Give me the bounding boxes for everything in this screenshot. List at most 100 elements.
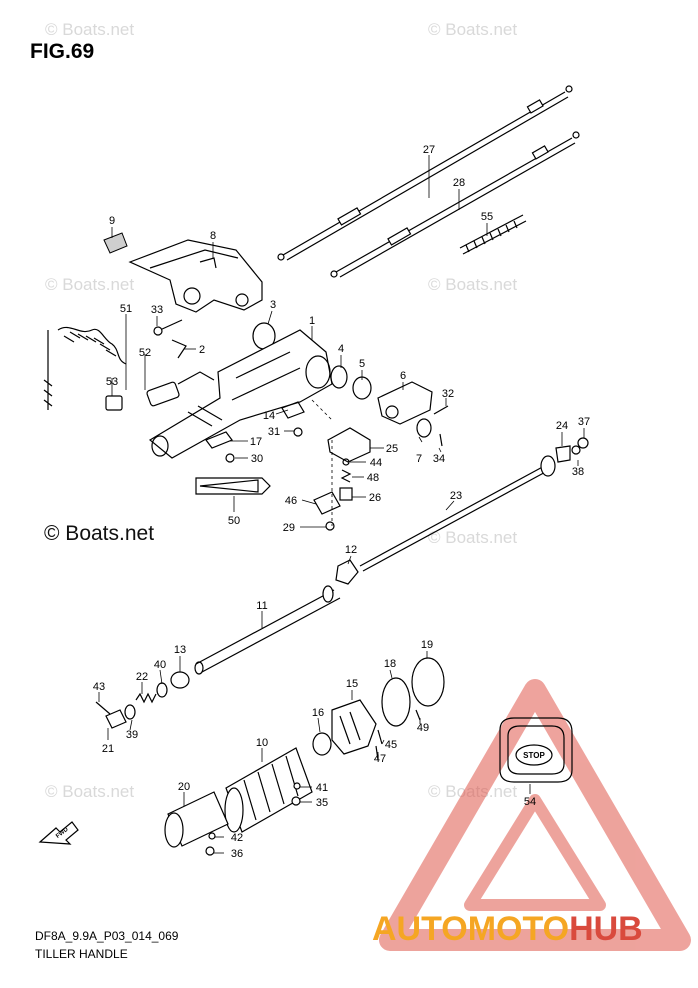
callout-12: 12 — [345, 544, 357, 556]
control-shaft — [194, 585, 341, 675]
callout-54: 54 — [524, 796, 536, 808]
callout-24: 24 — [556, 420, 568, 432]
watermark: © Boats.net — [45, 782, 135, 801]
throttle-grip-holder — [377, 381, 433, 425]
callout-8: 8 — [210, 230, 216, 242]
plate-17 — [205, 431, 233, 449]
bushing-13 — [170, 671, 190, 689]
callout-35: 35 — [316, 797, 328, 809]
pin-43 — [95, 701, 111, 715]
washer-40 — [156, 682, 168, 698]
shift-cable — [330, 131, 580, 278]
bracket-46 — [313, 491, 341, 515]
screw-30 — [225, 453, 235, 463]
tiller-arm — [148, 329, 333, 459]
bushing-5 — [352, 376, 372, 400]
callout-20: 20 — [178, 781, 190, 793]
callout-9: 9 — [109, 215, 115, 227]
spring-22 — [135, 692, 157, 704]
callout-55: 55 — [481, 211, 493, 223]
callout-11: 11 — [256, 600, 267, 612]
bolt-32 — [433, 405, 449, 415]
washer-44 — [342, 458, 350, 466]
screw-34 — [439, 433, 443, 447]
callout-43: 43 — [93, 681, 105, 693]
cap-26 — [339, 487, 353, 501]
small-bracket — [171, 339, 187, 359]
stop-text: STOP — [523, 751, 545, 760]
callout-15: 15 — [346, 678, 358, 690]
callout-49: 49 — [417, 722, 429, 734]
watermark: © Boats.net — [45, 275, 135, 294]
callout-16: 16 — [312, 707, 324, 719]
document-name: TILLER HANDLE — [35, 947, 128, 961]
screw-45 — [377, 729, 383, 745]
callout-50: 50 — [228, 515, 240, 527]
callout-4: 4 — [338, 343, 344, 355]
screw-49 — [415, 709, 421, 721]
callout-10: 10 — [256, 737, 268, 749]
callout-30: 30 — [251, 453, 263, 465]
leader-dashed — [311, 399, 333, 526]
screw-31 — [293, 427, 303, 437]
callout-26: 26 — [369, 492, 381, 504]
callout-41: 41 — [316, 782, 328, 794]
cap-21 — [105, 709, 127, 729]
stop-plate: STOP — [499, 717, 573, 783]
joint-12 — [335, 559, 359, 585]
callout-7: 7 — [416, 453, 422, 465]
callout-34: 34 — [433, 453, 445, 465]
callout-46: 46 — [285, 495, 297, 507]
tiller-bracket — [128, 239, 263, 313]
throttle-grip — [224, 747, 313, 833]
callout-33: 33 — [151, 304, 163, 316]
callout-42: 42 — [231, 832, 243, 844]
washer-38 — [571, 445, 581, 455]
screw-36 — [205, 846, 215, 856]
plate-14 — [281, 401, 305, 419]
spiral-wrap — [459, 214, 527, 255]
screw-35 — [291, 796, 301, 806]
stop-lanyard — [43, 326, 127, 410]
brand-logo: AUTOMOTOHUB — [372, 910, 643, 948]
figure-title: FIG.69 — [30, 40, 95, 63]
stop-switch — [146, 371, 215, 407]
document-code: DF8A_9.9A_P03_014_069 — [35, 929, 179, 943]
logo-part-2: HUB — [569, 910, 643, 948]
watermark: © Boats.net — [428, 528, 518, 547]
logo-mark — [379, 679, 691, 951]
nut-37 — [577, 437, 589, 449]
callout-2: 2 — [199, 344, 205, 356]
label-tag — [195, 477, 271, 495]
callout-27: 27 — [423, 144, 435, 156]
callout-17: 17 — [250, 436, 262, 448]
callout-51: 51 — [120, 303, 132, 315]
logo-part-1: AUTOMOTO — [372, 910, 569, 948]
callout-36: 36 — [231, 848, 243, 860]
callout-37: 37 — [578, 416, 590, 428]
callout-23: 23 — [450, 490, 462, 502]
callout-13: 13 — [174, 644, 186, 656]
screw-29 — [325, 521, 335, 531]
plate-19 — [411, 657, 445, 707]
callout-29: 29 — [283, 522, 295, 534]
callout-22: 22 — [136, 671, 148, 683]
bracket-24 — [555, 445, 571, 463]
washer-4 — [330, 365, 348, 389]
watermark: © Boats.net — [428, 275, 518, 294]
bolt-33 — [153, 319, 183, 336]
lanyard-clip — [105, 395, 123, 411]
fwd-arrow: FWD — [38, 821, 79, 845]
washer-42 — [208, 832, 216, 840]
throttle-rod — [359, 463, 552, 572]
callout-47: 47 — [374, 753, 386, 765]
callout-19: 19 — [421, 639, 433, 651]
callout-28: 28 — [453, 177, 465, 189]
callout-48: 48 — [367, 472, 379, 484]
watermark: © Boats.net — [45, 20, 135, 39]
leader-lines — [98, 155, 585, 854]
callout-45: 45 — [385, 739, 397, 751]
grip-end — [164, 791, 229, 848]
plate-18 — [381, 677, 411, 727]
